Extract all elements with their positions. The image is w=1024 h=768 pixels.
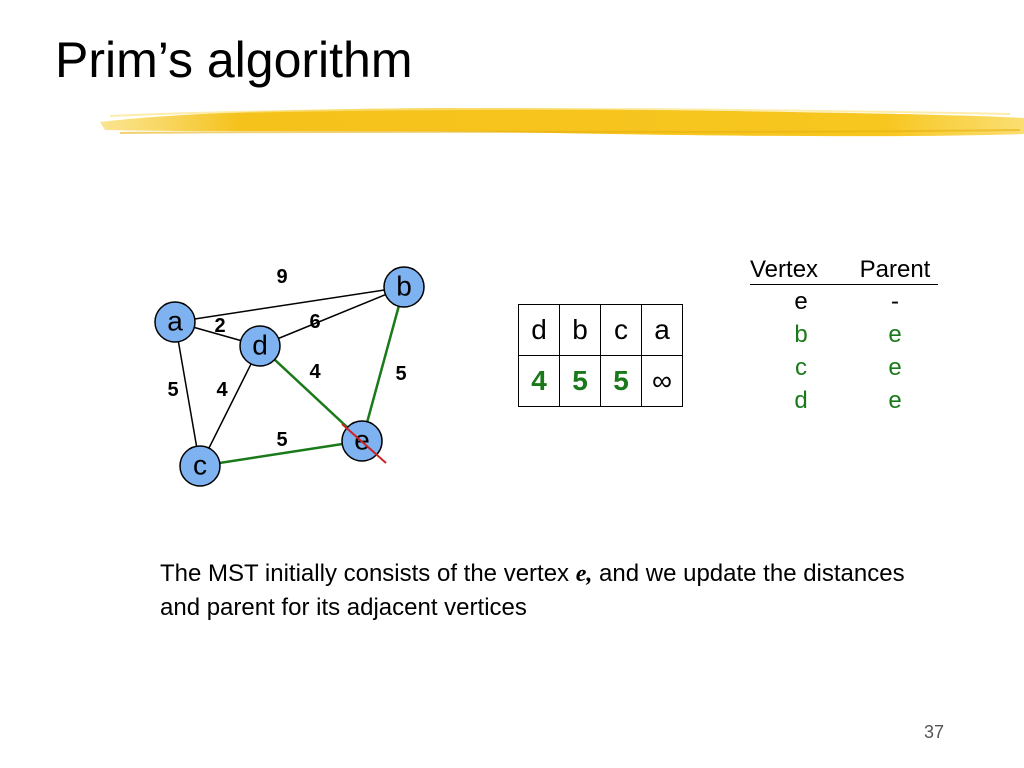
edge-weight-a-c: 5 — [167, 379, 178, 401]
edge-d-e — [259, 345, 363, 442]
pq-distance-cell: 4 — [518, 355, 560, 407]
pq-vertex-cell: b — [559, 304, 601, 356]
pq-distance-cell: ∞ — [641, 355, 683, 407]
parent-table-row: d e — [750, 384, 938, 417]
slide-caption: The MST initially consists of the vertex… — [160, 557, 920, 625]
pq-vertex-cell: a — [641, 304, 683, 356]
edge-b-e — [360, 286, 406, 442]
vertex-cell: c — [795, 354, 807, 381]
parent-cell: e — [888, 321, 902, 348]
edge-a-b — [174, 286, 405, 323]
slide-title: Prim’s algorithm — [55, 32, 413, 88]
pq-distance-cell: 5 — [600, 355, 642, 407]
caption-text-start: The MST initially consists of the vertex — [160, 560, 576, 587]
vertex-column-header: Vertex — [750, 256, 819, 283]
edge-weight-a-d: 2 — [214, 315, 225, 337]
parent-table-row: b e — [750, 318, 938, 351]
node-label-e: e — [354, 425, 370, 456]
vertex-cell: e — [794, 288, 808, 315]
edge-c-d — [199, 345, 261, 467]
pq-distance-row: 4 5 5 ∞ — [518, 355, 683, 407]
parent-table-row: e - — [750, 285, 938, 318]
node-a — [154, 301, 196, 343]
parent-cell: e — [888, 387, 902, 414]
node-label-a: a — [167, 306, 183, 337]
edge-a-c — [174, 321, 201, 467]
edge-weight-c-d: 4 — [216, 379, 228, 401]
parent-table: Vertex Parent e - b e c e d e — [750, 256, 938, 417]
parent-cell: - — [891, 288, 899, 315]
parent-table-header: Vertex Parent — [750, 256, 938, 285]
edge-weight-b-e: 5 — [395, 363, 406, 385]
edge-weight-d-e: 4 — [309, 361, 321, 383]
caption-vertex: e, — [575, 561, 593, 587]
pq-vertex-row: d b c a — [518, 304, 683, 356]
node-label-b: b — [396, 271, 412, 302]
priority-queue-table: d b c a 4 5 5 ∞ — [518, 304, 683, 407]
parent-column-header: Parent — [859, 256, 931, 283]
edge-weight-d-b: 6 — [309, 311, 320, 333]
vertex-cell: b — [794, 321, 808, 348]
edge-d-b — [259, 286, 405, 347]
pq-vertex-cell: d — [518, 304, 560, 356]
node-c — [179, 445, 221, 487]
pq-vertex-cell: c — [600, 304, 642, 356]
caption-text-end: and we update the distances and parent f… — [160, 560, 905, 621]
node-crossed-out-mark — [341, 423, 387, 464]
node-label-d: d — [252, 330, 268, 361]
edge-weight-c-e: 5 — [276, 429, 287, 451]
edge-c-e — [199, 439, 363, 468]
pq-distance-cell: 5 — [559, 355, 601, 407]
parent-table-row: c e — [750, 351, 938, 384]
node-b — [383, 266, 425, 308]
edge-weight-a-b: 9 — [276, 266, 287, 288]
parent-cell: e — [888, 354, 902, 381]
node-d — [239, 325, 281, 367]
title-highlighter-stroke — [100, 107, 1024, 137]
page-number: 37 — [924, 722, 945, 742]
vertex-cell: d — [794, 387, 808, 414]
node-label-c: c — [193, 450, 207, 481]
